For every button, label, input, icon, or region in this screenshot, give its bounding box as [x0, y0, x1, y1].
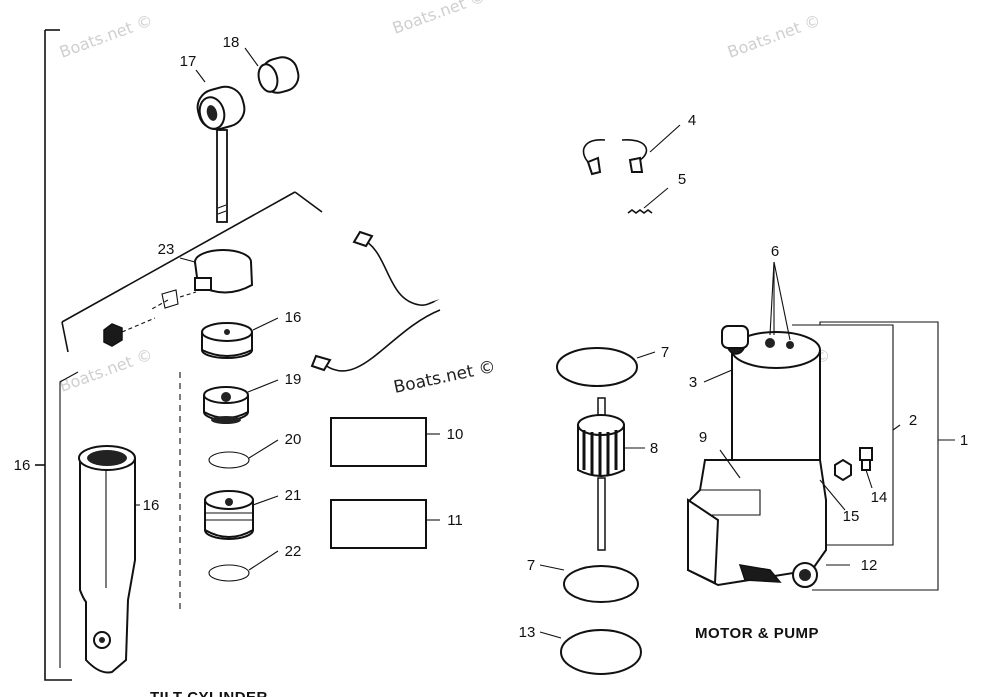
bracket-line [44, 30, 72, 681]
o-ring-part [563, 565, 639, 603]
callout-5: 5 [678, 171, 686, 188]
callout-9: 9 [699, 429, 707, 446]
callout-3: 3 [689, 374, 697, 391]
spring-part [627, 209, 653, 214]
decal-part [330, 417, 427, 467]
o-ring-part [208, 564, 250, 582]
callout-6: 6 [771, 243, 779, 260]
callout-23: 23 [158, 241, 175, 258]
watermarks: Boats.net © Boats.net © Boats.net © Boat… [57, 0, 833, 398]
fitting-part [859, 447, 873, 471]
callout-1: 1 [960, 432, 968, 449]
watermark-text: Boats.net © [392, 357, 498, 398]
bolt-part [103, 317, 156, 347]
callout-10: 10 [447, 426, 464, 443]
watermark-text: Boats.net © [57, 11, 155, 62]
tilt-cylinder-assembly [35, 29, 323, 681]
callout-16: 16 [285, 309, 302, 326]
callout-14: 14 [871, 489, 888, 506]
leader-lines [134, 47, 955, 639]
cylinder-body-part [78, 445, 136, 674]
motor-pump-caption: MOTOR & PUMP [695, 625, 819, 642]
callout-15: 15 [843, 508, 860, 525]
callout-16: 16 [143, 497, 160, 514]
nut-part [834, 458, 852, 482]
o-ring-part [208, 451, 250, 469]
motor-pump-assembly [686, 325, 827, 588]
o-ring-part [556, 347, 638, 387]
callout-19: 19 [285, 371, 302, 388]
piston-part [204, 490, 254, 540]
watermark-text: Boats.net © [725, 11, 823, 62]
callout-13: 13 [519, 624, 536, 641]
callout-2: 2 [909, 412, 917, 429]
bracket-line [61, 321, 69, 353]
watermark-text: Boats.net © [390, 0, 488, 38]
bracket-line [294, 191, 323, 213]
bracket-line [61, 191, 296, 323]
end-cap-part [203, 386, 249, 424]
bracket-line [59, 371, 79, 668]
callout-7: 7 [527, 557, 535, 574]
callout-17: 17 [180, 53, 197, 70]
callout-12: 12 [861, 557, 878, 574]
brush-clips-part [582, 139, 648, 176]
callout-8: 8 [650, 440, 658, 457]
callout-18: 18 [223, 34, 240, 51]
callout-20: 20 [285, 431, 302, 448]
o-ring-part [560, 629, 642, 675]
callout-11: 11 [447, 512, 463, 529]
watermark-text: Boats.net © [57, 345, 155, 396]
callouts: 17 18 23 16 19 20 21 22 16 16 10 11 7 8 … [14, 34, 969, 641]
wire-harness [310, 230, 743, 372]
callout-21: 21 [285, 487, 302, 504]
armature-part [577, 397, 625, 551]
tilt-cylinder-caption: TILT CYLINDER [150, 689, 268, 697]
eye-rod-part [196, 85, 246, 223]
decal-part [330, 499, 427, 549]
callout-4: 4 [688, 112, 696, 129]
callout-7: 7 [661, 344, 669, 361]
callout-22: 22 [285, 543, 302, 560]
bushing-part [257, 56, 300, 94]
callout-16: 16 [14, 457, 31, 474]
clamp-part [149, 249, 254, 311]
piston-disc-part [201, 322, 253, 359]
